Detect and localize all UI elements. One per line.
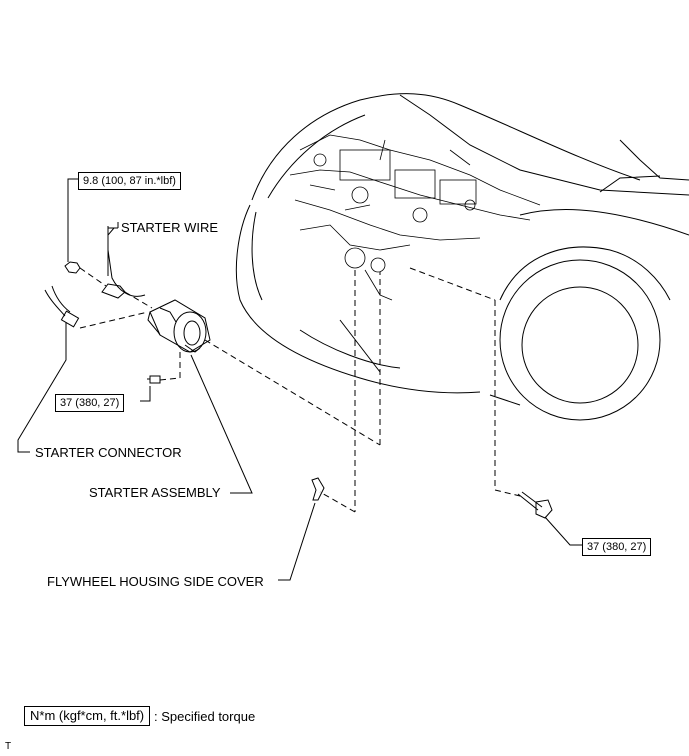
legend-description: : Specified torque: [154, 709, 256, 724]
legend-unit-box: N*m (kgf*cm, ft.*lbf): [24, 706, 151, 727]
label-starter-connector: STARTER CONNECTOR: [35, 445, 182, 460]
torque-label-starter-wire-nut: 9.8 (100, 87 in.*lbf): [78, 172, 181, 191]
starter-connector-cable: [44, 289, 66, 317]
starter-motor-shape: [147, 299, 211, 353]
engine-bay: [289, 134, 541, 301]
starter-wire-cable: [107, 227, 146, 297]
corner-mark: T: [5, 741, 12, 752]
dashed-assembly-lines: [79, 267, 521, 513]
torque-label-starter-bolt-small: 37 (380, 27): [55, 394, 125, 413]
label-starter-assembly: STARTER ASSEMBLY: [89, 485, 221, 500]
label-starter-wire: STARTER WIRE: [121, 220, 219, 235]
car-hood-inner: [267, 114, 366, 199]
car-hood: [251, 93, 641, 201]
leader-lines: [17, 178, 582, 581]
car-a-pillar: [619, 139, 689, 181]
label-flywheel-housing-side-cover: FLYWHEEL HOUSING SIDE COVER: [47, 574, 264, 589]
starter-bolt-long-shape: [517, 491, 553, 519]
car-bumper: [235, 204, 481, 394]
flywheel-cover-shape: [311, 477, 325, 501]
torque-label-starter-bolt-long: 37 (380, 27): [582, 538, 652, 557]
car-fender: [519, 209, 689, 236]
starter-wire-nut-shape: [64, 261, 81, 274]
starter-bolt-small-shape: [147, 375, 161, 384]
car-wheel-tire: [499, 259, 661, 421]
car-wheel-rim: [521, 286, 639, 404]
car-windshield: [399, 94, 689, 196]
